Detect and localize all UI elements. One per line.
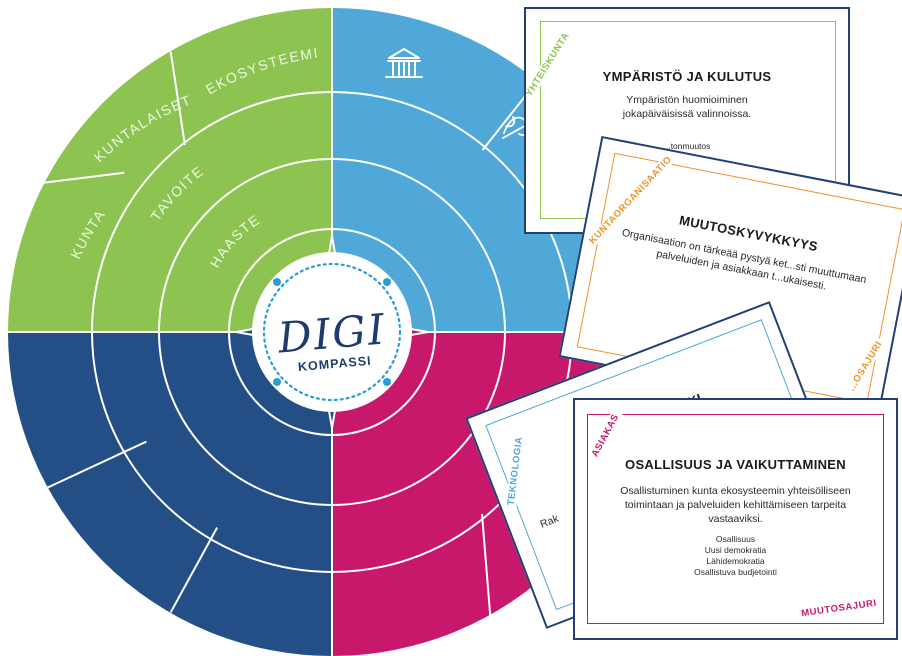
quadrant-green — [8, 8, 332, 332]
logo-kompassi: KOMPASSI — [297, 354, 372, 374]
card-description: Osallistuminen kunta ekosysteemin yhteis… — [620, 485, 851, 525]
compass-logo: DIGI KOMPASSI — [252, 252, 412, 412]
building-icon — [385, 48, 423, 78]
card-description: Ympäristön huomioiminen jokapäiväisissä … — [622, 94, 752, 120]
card-title: OSALLISUUS JA VAIKUTTAMINEN — [625, 457, 846, 472]
card-frame — [587, 414, 884, 624]
quadrant-navy — [8, 332, 332, 656]
card-keywords: ...tonmuutos — [663, 141, 711, 151]
card-osallisuus-ja-vaikuttaminen: ASIAKAS OSALLISUUS JA VAIKUTTAMINEN Osal… — [573, 398, 898, 640]
card-keywords: Osallisuus Uusi demokratia Lähidemokrati… — [694, 534, 777, 577]
card-title: YMPÄRISTÖ JA KULUTUS — [602, 69, 772, 84]
quadrant-blue — [332, 8, 656, 332]
logo-digi: DIGI — [275, 304, 388, 362]
